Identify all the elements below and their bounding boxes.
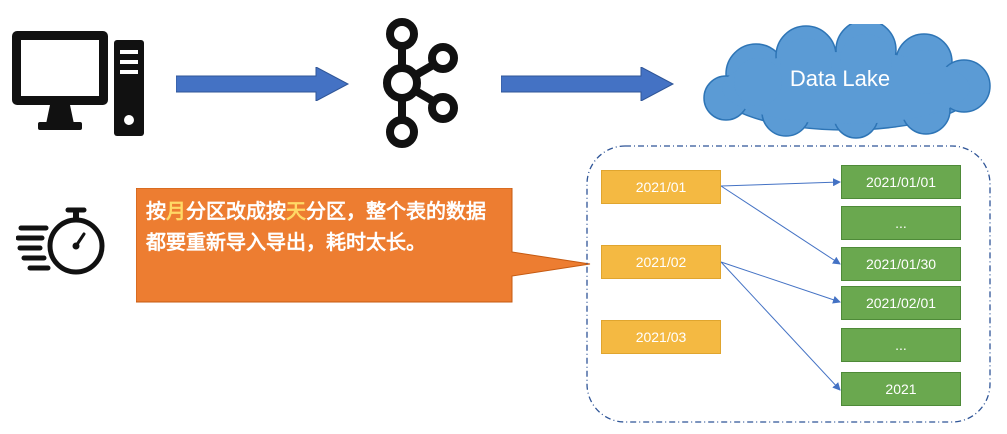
stopwatch-icon [16,207,105,275]
connector-2021 [720,261,841,391]
day-box-2021: 2021 [841,372,961,406]
cloud-icon [703,24,991,139]
day-box-2021-01-30: 2021/01/30 [841,247,961,281]
day-box-2021-02-01: 2021/02/01 [841,286,961,320]
day-box-2021-01-01: 2021/01/01 [841,165,961,199]
kafka-icon [383,18,458,148]
callout-box [136,188,591,303]
flow-arrow-2 [501,67,675,101]
connector-0101 [720,178,841,187]
day-box-ellipsis-1: ... [841,206,961,240]
data-lake-label: Data Lake [789,66,891,91]
flow-arrow-1 [176,67,350,101]
connector-0130 [720,185,841,265]
partition-diagram [586,145,991,423]
computer-icon [12,31,144,136]
connector-0201 [720,261,841,304]
month-box-2021-01: 2021/01 [601,170,721,204]
month-box-2021-02: 2021/02 [601,245,721,279]
month-box-2021-03: 2021/03 [601,320,721,354]
callout-text: 按月分区改成按天分区，整个表的数据都要重新导入导出，耗时太长。 [146,199,486,254]
day-box-ellipsis-2: ... [841,328,961,362]
partition-container [586,145,991,423]
